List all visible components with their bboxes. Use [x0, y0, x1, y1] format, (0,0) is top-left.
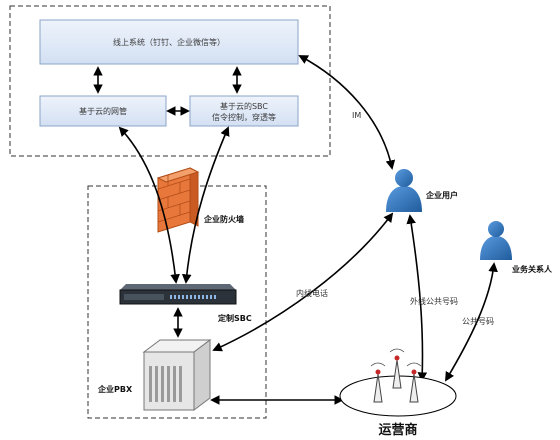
custom-sbc-label: 定制SBC [217, 313, 252, 323]
cloud-sbc-box[interactable] [189, 95, 299, 127]
arrow-public-number [445, 262, 498, 382]
cloud-mgmt-label: 基于云的网管 [79, 106, 127, 116]
custom-sbc-icon [119, 284, 237, 305]
firewall-label: 企业防火墙 [203, 214, 244, 224]
business-contact-label: 业务关系人 [512, 264, 553, 274]
arrow-external-number [406, 214, 428, 382]
enterprise-pbx-icon [142, 339, 212, 411]
enterprise-user-label: 企业用户 [425, 190, 458, 200]
cloud-sbc-label-line1: 基于云的SBC [220, 101, 268, 111]
carrier-label: 运营商 [378, 422, 417, 438]
online-system-label: 线上系统（钉钉、企业微信等） [113, 37, 225, 47]
arrow-cloudsbc-to-sbc [181, 126, 230, 284]
arrow-im [298, 55, 396, 170]
cloud-mgmt-box[interactable] [39, 95, 167, 127]
public-number-label: 公共号码 [462, 317, 494, 326]
internal-call-label: 内线电话 [296, 288, 328, 298]
enterprise-user-icon [386, 169, 422, 212]
tower-icon [406, 362, 422, 403]
im-label: IM [352, 111, 361, 120]
business-contact-icon [480, 221, 512, 260]
online-system-box[interactable] [39, 19, 299, 65]
tower-icon [389, 348, 405, 389]
cloud-sbc-label-line2: 信令控制，穿透等 [212, 112, 276, 122]
arrow-mgmt-to-sbc [118, 126, 180, 284]
external-number-label: 外线公共号码 [410, 296, 458, 306]
firewall-icon [156, 167, 200, 233]
tower-icon [370, 362, 386, 403]
enterprise-pbx-label: 企业PBX [97, 384, 133, 394]
arrow-internal-call [212, 212, 394, 352]
